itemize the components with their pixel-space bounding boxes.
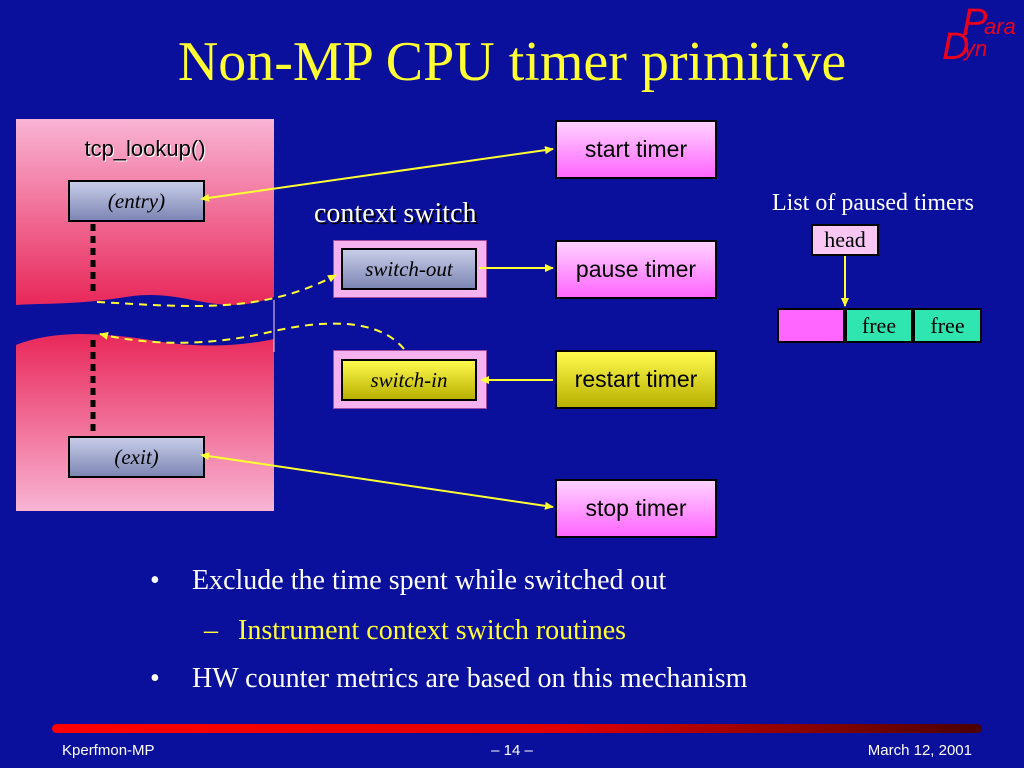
restart-timer-box: restart timer [555, 350, 717, 409]
bullet-text-2: HW counter metrics are based on this mec… [192, 663, 748, 694]
bullet-item-1: • Exclude the time spent while switched o… [150, 565, 666, 597]
switch-out-dashed-curve [96, 274, 337, 308]
context-switch-label: context switch [314, 198, 477, 229]
exit-stop-timer-arrow [200, 452, 554, 510]
stop-timer-box: stop timer [555, 479, 717, 538]
footer-left: Kperfmon-MP [62, 742, 155, 759]
logo-text-top: ara [984, 14, 1016, 39]
bullet-item-2: • HW counter metrics are based on this me… [150, 663, 747, 695]
list-slot-free-2: free [913, 308, 982, 343]
switch-in-box: switch-in [341, 359, 477, 401]
bullet-glyph: • [150, 663, 160, 694]
bullet-subtext-1: Instrument context switch routines [238, 615, 627, 646]
logo-letter-d: D [942, 26, 970, 68]
footer-page-number: – 14 – [491, 742, 533, 759]
slide-title: Non-MP CPU timer primitive [177, 31, 847, 93]
exit-point-box: (exit) [68, 436, 205, 478]
logo-letter-p: P [962, 2, 988, 44]
paradyn-logo: P ara D yn [938, 2, 1024, 66]
list-head-box: head [811, 224, 879, 256]
start-timer-box: start timer [555, 120, 717, 179]
entry-start-timer-arrow [200, 146, 554, 202]
footer-date: March 12, 2001 [867, 742, 972, 759]
logo-text-bottom: yn [964, 36, 988, 61]
entry-point-box: (entry) [68, 180, 205, 222]
list-slot-used [777, 308, 845, 343]
switch-in-dashed-curve [99, 322, 405, 350]
bullet-text-1: Exclude the time spent while switched ou… [192, 565, 667, 596]
bullet-glyph: • [150, 565, 160, 596]
dash-glyph: – [204, 615, 218, 646]
switch-out-box: switch-out [341, 248, 477, 290]
list-slot-free-1: free [845, 308, 913, 343]
pause-timer-box: pause timer [555, 240, 717, 299]
paused-timers-list-label: List of paused timers [772, 190, 974, 216]
bullet-subitem-1: –Instrument context switch routines [204, 615, 626, 647]
function-name: tcp_lookup() [84, 136, 206, 161]
footer-divider-bar [52, 724, 982, 733]
